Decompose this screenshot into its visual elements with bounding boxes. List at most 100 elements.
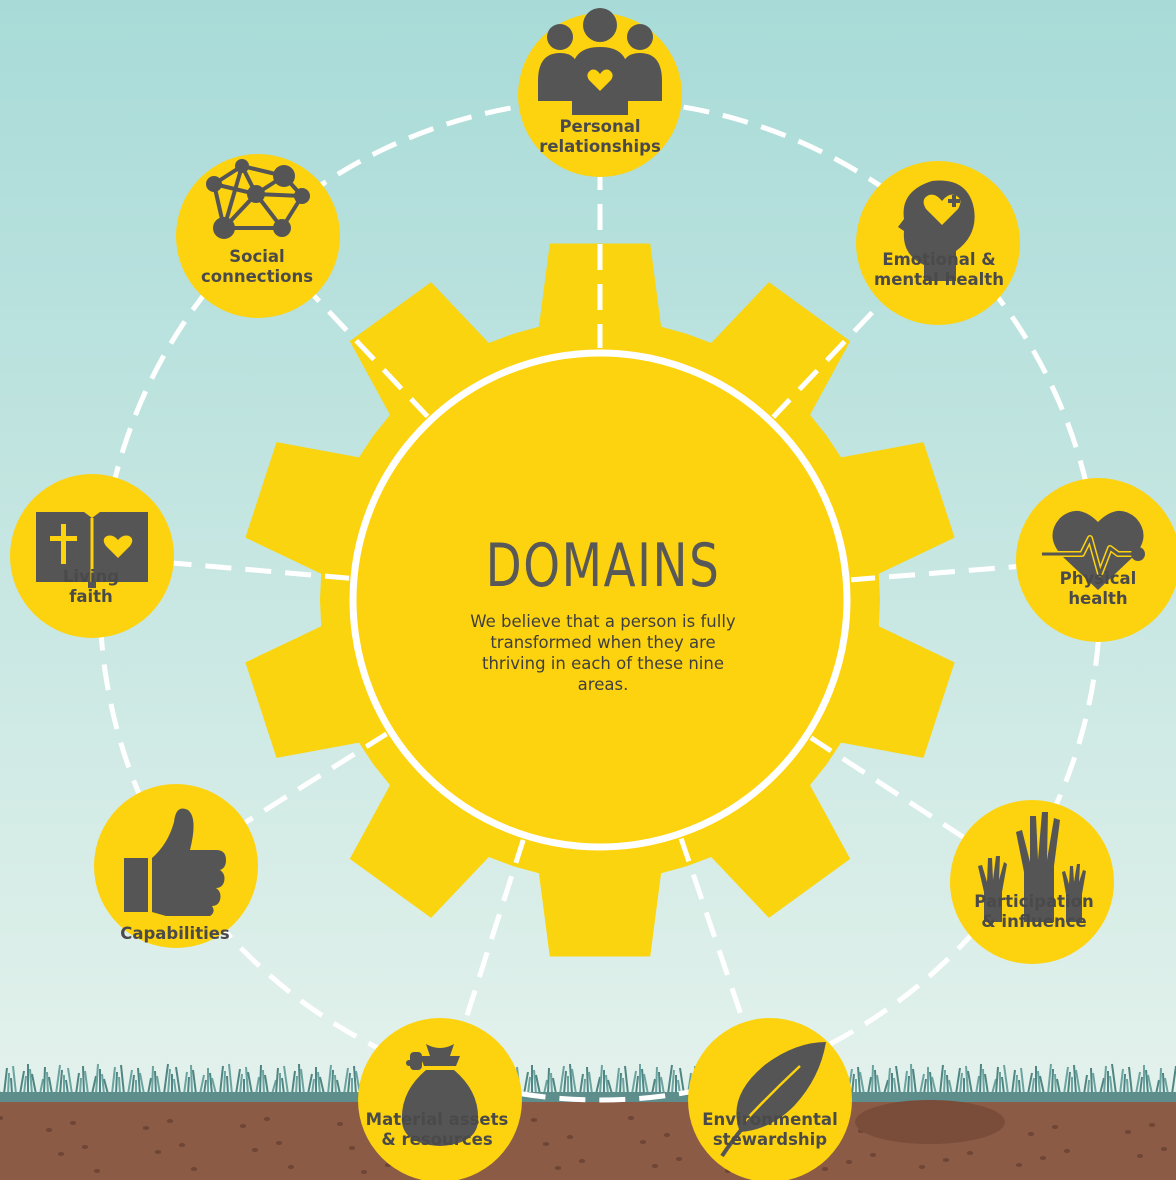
grass-blade: [1099, 1077, 1105, 1095]
grass-blade: [173, 1078, 177, 1095]
grass-blade: [311, 1078, 315, 1095]
grass-blade: [943, 1069, 946, 1095]
soil-stone: [251, 1148, 259, 1152]
grass-blade: [631, 1070, 637, 1095]
grass-blade: [1075, 1069, 1081, 1095]
spoke-line: [678, 835, 746, 1024]
leaf-icon: [720, 1042, 826, 1158]
grass-blade: [317, 1071, 321, 1095]
grass-blade: [43, 1066, 46, 1095]
grass-blade: [151, 1065, 154, 1095]
grass-blade: [859, 1071, 865, 1095]
grass-blade: [965, 1065, 969, 1095]
grass-blade: [605, 1074, 609, 1095]
grass-blade: [154, 1070, 157, 1095]
grass-blade: [871, 1064, 874, 1095]
soil-stone: [627, 1116, 635, 1120]
inner-white-ring: [349, 349, 851, 851]
grass-blade: [579, 1073, 584, 1095]
grass-blade: [903, 1070, 908, 1095]
grass-blade: [883, 1079, 889, 1095]
soil-stone: [675, 1157, 683, 1161]
grass-blade: [46, 1071, 49, 1095]
grass-blade: [101, 1073, 105, 1095]
soil-stone: [93, 1169, 101, 1173]
soil-stone: [942, 1158, 950, 1162]
grass-blade: [533, 1069, 537, 1095]
spoke-line: [312, 294, 431, 420]
label-personal-relationships: Personal relationships: [539, 117, 661, 156]
soil-stone: [239, 1124, 247, 1128]
grass-blade: [641, 1068, 645, 1095]
grass-blade: [1020, 1067, 1025, 1095]
grass-blade: [851, 1073, 855, 1095]
soil-stone: [821, 1167, 829, 1171]
domain-node: [176, 154, 340, 318]
spoke-line: [173, 560, 352, 581]
grass-blade: [655, 1066, 658, 1095]
grass-blade: [523, 1071, 529, 1095]
grass-blade: [607, 1079, 613, 1095]
grass-blade: [1011, 1069, 1016, 1095]
grass-blade: [1090, 1067, 1093, 1095]
grass-blade: [887, 1067, 891, 1095]
grass-blade: [10, 1077, 13, 1095]
grass-blade: [175, 1066, 181, 1095]
grass-blade: [569, 1063, 573, 1095]
raised-hands-icon: [978, 812, 1086, 922]
grass-blade: [300, 1068, 305, 1095]
grass-blade: [103, 1078, 109, 1095]
soil-stone: [918, 1165, 926, 1169]
soil-stone: [554, 1166, 562, 1170]
head-heart-icon: [898, 180, 975, 281]
grass-blade: [1147, 1074, 1153, 1095]
domain-circle: [176, 154, 340, 318]
grass-blade: [552, 1077, 557, 1095]
grass-blade: [127, 1069, 133, 1095]
soil-stone: [651, 1164, 659, 1168]
grass-blade: [199, 1074, 205, 1095]
grass-blade: [1159, 1067, 1162, 1095]
grass-blade: [271, 1079, 277, 1095]
grass-blade: [118, 1076, 121, 1095]
thumbs-up-icon: [124, 808, 226, 916]
grass-blade: [1003, 1064, 1009, 1095]
soil-stone: [0, 1116, 4, 1120]
spoke-line: [849, 564, 1017, 583]
grass-blade: [571, 1068, 577, 1095]
soil-stone: [1063, 1149, 1071, 1153]
domain-node: [950, 800, 1114, 964]
grass-blade: [190, 1064, 193, 1095]
soil-stone: [1148, 1123, 1156, 1127]
grass-blade: [1162, 1072, 1165, 1095]
grass-blade: [995, 1066, 999, 1095]
grass-blade: [1145, 1069, 1149, 1095]
grass-blade: [991, 1078, 997, 1095]
grass-blade: [209, 1072, 213, 1095]
label-capabilities: Capabilities: [120, 924, 230, 943]
grass-blade: [137, 1067, 141, 1095]
grass-blade: [39, 1078, 44, 1095]
grass-blade: [82, 1065, 85, 1095]
grass-blade: [622, 1077, 625, 1095]
soil-stone: [1015, 1163, 1023, 1167]
grass-blade: [1123, 1073, 1126, 1095]
grass-blade: [111, 1066, 116, 1095]
grass-blade: [1056, 1078, 1061, 1095]
grass-blade: [255, 1076, 260, 1095]
network-icon: [206, 159, 310, 239]
soil-stone: [287, 1165, 295, 1169]
grass-blade: [281, 1077, 285, 1095]
spoke-line: [770, 300, 884, 421]
grass-blade: [975, 1075, 980, 1095]
grass-blade: [1054, 1073, 1057, 1095]
grass-blade: [1037, 1070, 1041, 1095]
domain-node: [856, 161, 1020, 325]
grass-blade: [919, 1073, 925, 1095]
grass-blade: [139, 1072, 145, 1095]
grass-blade: [543, 1079, 548, 1095]
grass-blade: [163, 1063, 169, 1095]
grass-blade: [667, 1064, 673, 1095]
grass-blade: [1155, 1079, 1160, 1095]
grass-blade: [59, 1069, 63, 1095]
